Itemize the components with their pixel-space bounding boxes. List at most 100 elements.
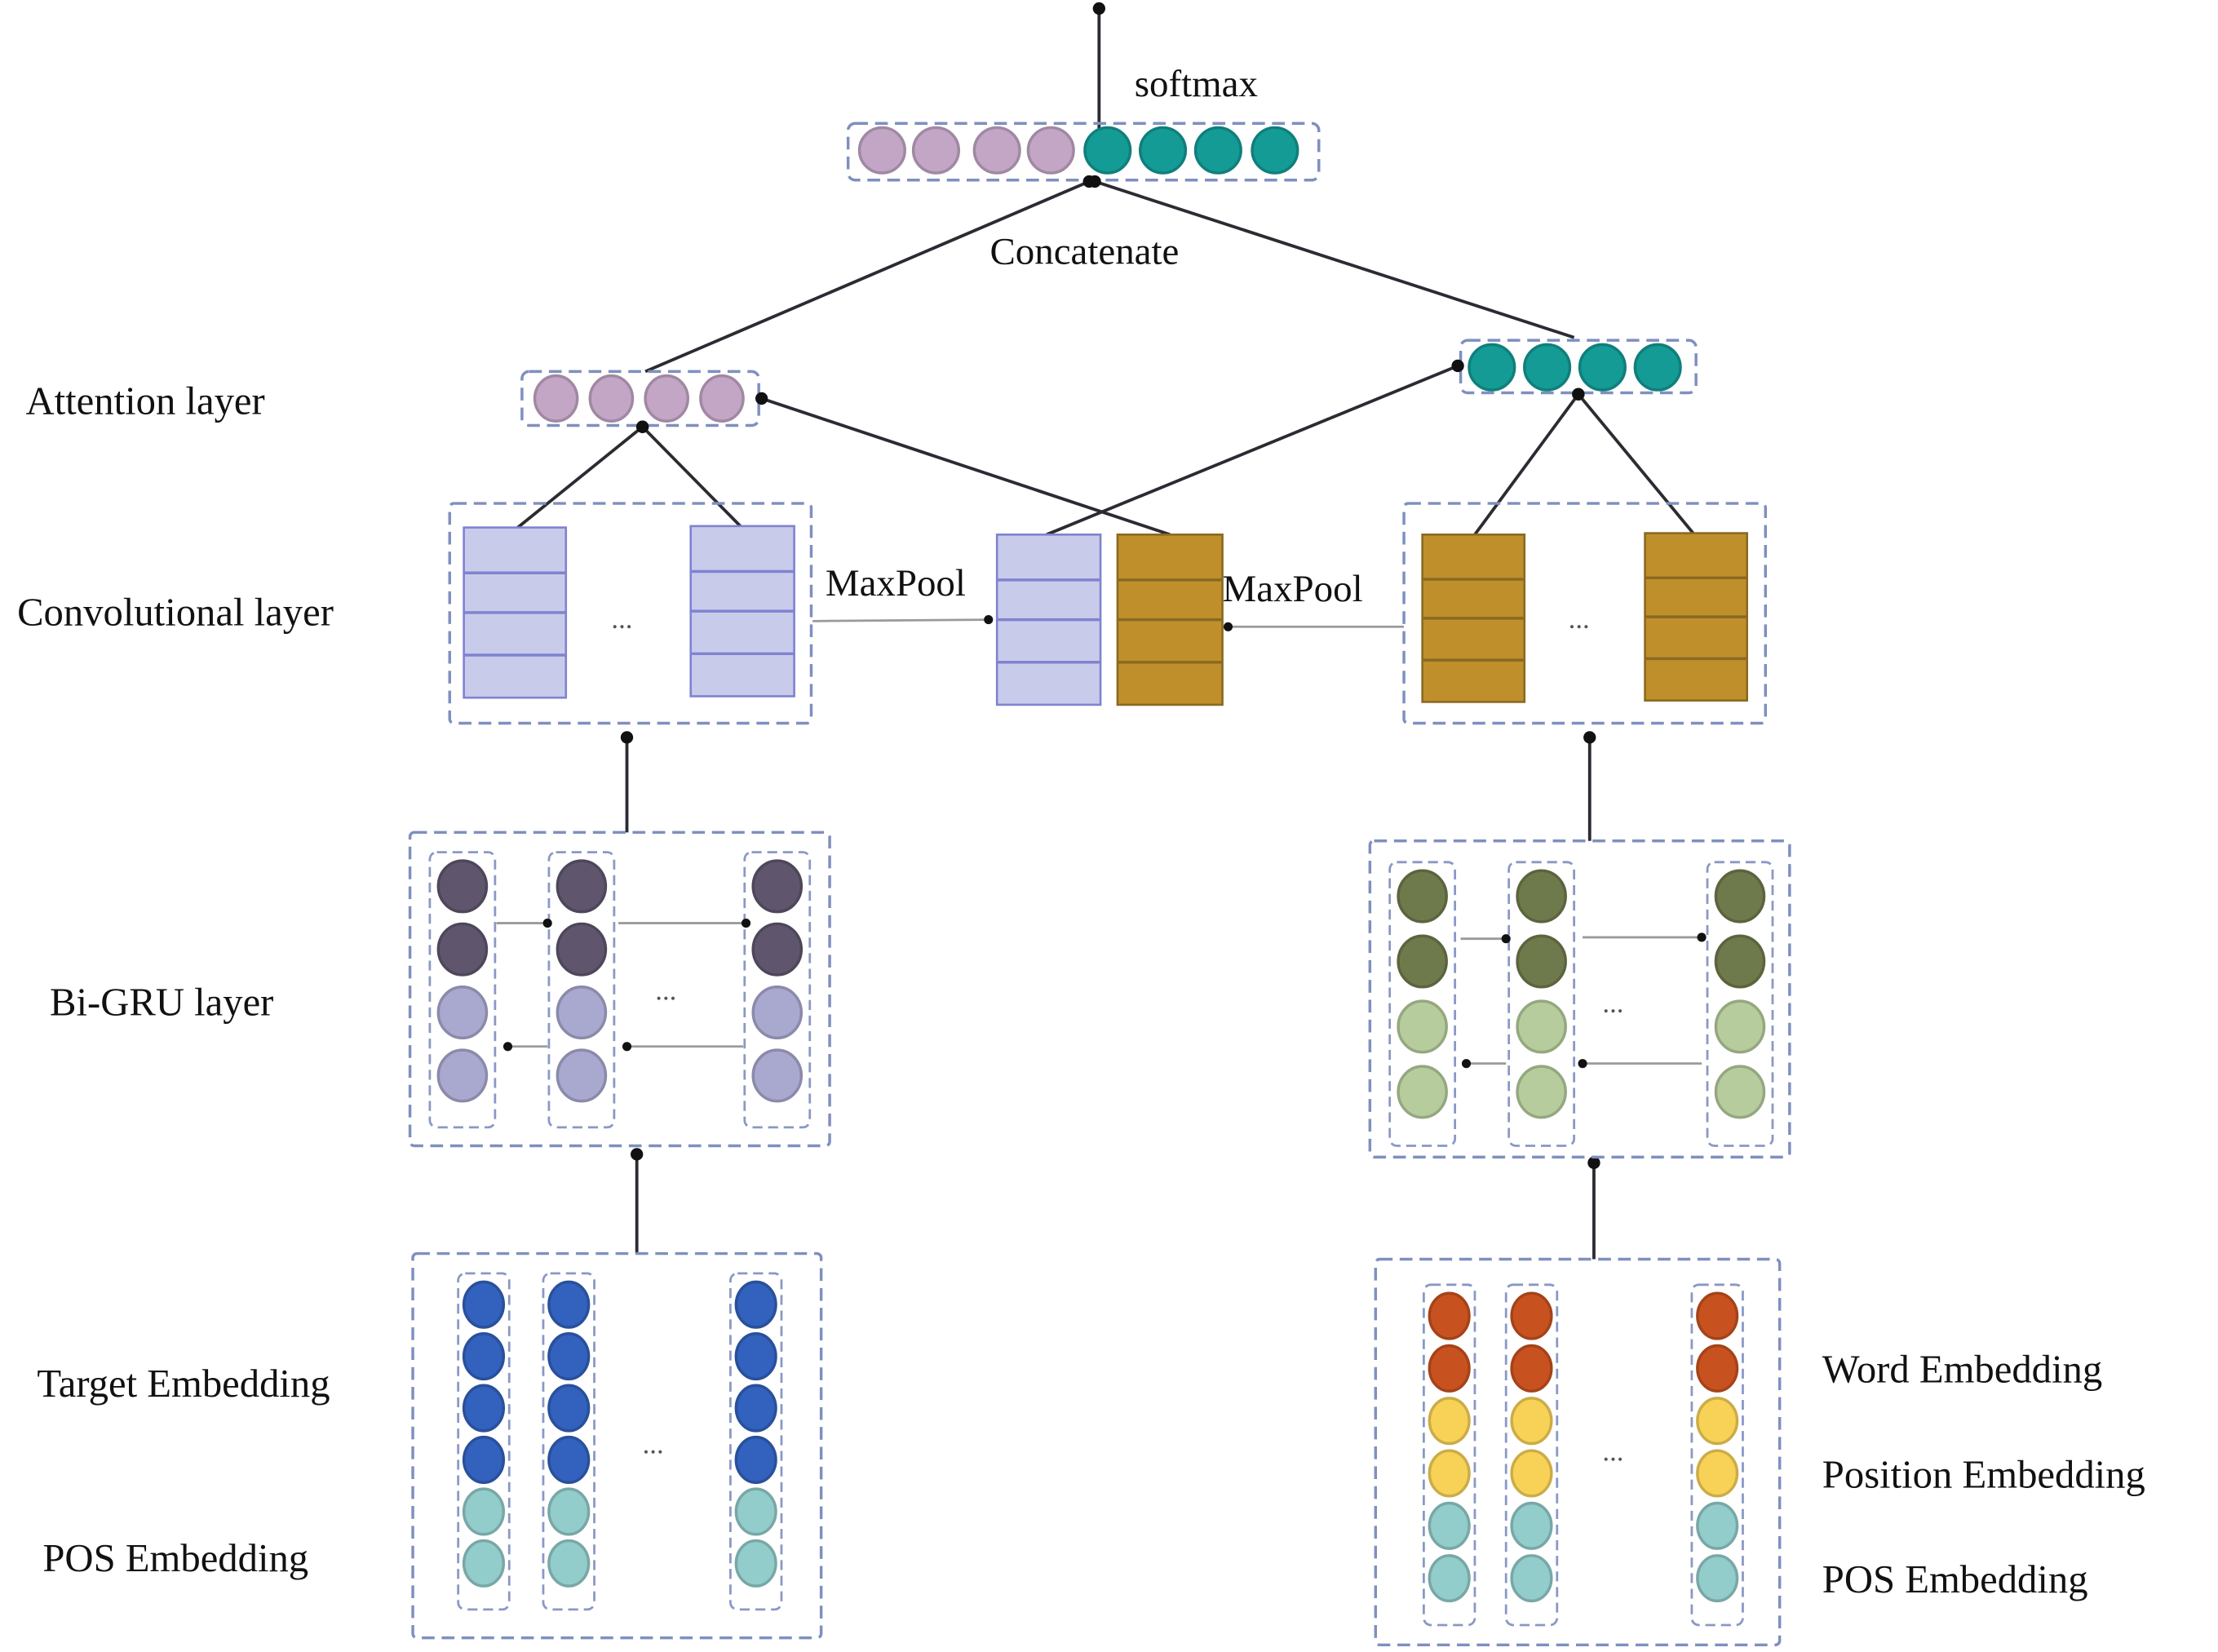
pooled-features	[995, 533, 1224, 706]
conv-left-to-attention-edge-1	[516, 420, 649, 529]
conv-right-to-attention-edge-2	[1572, 388, 1695, 534]
attention-left-node-2	[588, 374, 635, 423]
bigru-left-cell	[436, 985, 489, 1040]
bigru-left-cell	[436, 922, 489, 977]
embedding-left-target-cell	[547, 1435, 591, 1485]
conv-right-to-attention-edge-1	[1473, 388, 1585, 536]
embedding-right-ellipsis: ...	[1602, 1435, 1623, 1467]
bigru-left-column-1	[428, 851, 497, 1129]
maxpool-left-arrow	[812, 615, 994, 625]
embedding-right-position-cell	[1696, 1449, 1739, 1498]
embedding-left-ellipsis: ...	[643, 1428, 664, 1460]
bigru-right-column-3	[1706, 861, 1774, 1147]
embedding-left-target-cell	[734, 1435, 777, 1485]
bigru-right-column-1	[1388, 861, 1457, 1147]
concatenate-label: Concatenate	[989, 230, 1179, 272]
conv-left-filter-1	[463, 526, 568, 699]
concat-node-1	[857, 126, 906, 175]
embedding-right-pos-cell	[1510, 1554, 1553, 1603]
maxpool-left-label: MaxPool	[826, 562, 966, 605]
embedding-left-target-cell	[547, 1332, 591, 1381]
bigru-right-cells	[1388, 861, 1774, 1147]
embedding-right-column-3	[1690, 1283, 1744, 1627]
pooled-right-to-attention-left-edge	[755, 392, 1171, 537]
concat-node-2	[911, 126, 960, 175]
embedding-right-word-cell	[1696, 1291, 1739, 1340]
bigru-left-cell	[556, 859, 608, 914]
conv-left-to-attention-edge-2	[635, 420, 742, 528]
bigru-right-cell	[1516, 934, 1567, 989]
bigru-right-cell	[1714, 1065, 1766, 1119]
concat-node-4	[1026, 126, 1075, 175]
embedding-right-box	[1374, 1257, 1782, 1647]
pos-embedding-label-left: POS Embedding	[42, 1536, 308, 1580]
concat-node-3	[972, 126, 1021, 175]
embedding-left-pos-cell	[462, 1487, 506, 1536]
bigru-right-cell	[1516, 1065, 1567, 1119]
bigru-left-ellipsis: ...	[655, 974, 676, 1006]
embedding-left-box	[411, 1251, 823, 1640]
attention-left-node-1	[533, 374, 579, 423]
attention-right-node-4	[1633, 343, 1682, 392]
embedding-right-pos-cell	[1696, 1554, 1739, 1603]
conv-left-filter-2	[689, 525, 795, 698]
attention-left-nodes	[533, 374, 745, 423]
bigru-right-cell	[1714, 869, 1766, 923]
embedding-left-target-cell	[734, 1280, 777, 1329]
convolutional-layer-label: Convolutional layer	[17, 591, 334, 635]
conv-right-filter-2	[1644, 532, 1748, 702]
bigru-layer-label: Bi-GRU layer	[50, 981, 273, 1025]
embedding-left-pos-cell	[734, 1487, 777, 1536]
softmax-label: softmax	[1135, 63, 1258, 105]
embedding-left-target-cell	[547, 1280, 591, 1329]
bigru-right-cell	[1714, 934, 1766, 989]
embedding-right-cells	[1422, 1283, 1744, 1627]
embedding-right-pos-cell	[1510, 1501, 1553, 1550]
attention-left-node-4	[699, 374, 745, 423]
embedding-left-target-cell	[462, 1384, 506, 1433]
bigru-left-cell	[751, 859, 804, 914]
embedding-left-pos-cell	[547, 1539, 591, 1588]
attention-left-box	[520, 370, 760, 427]
embedding-left-column-3	[729, 1272, 783, 1611]
conv-left-filters	[463, 525, 795, 699]
embedding-right-word-cell	[1696, 1344, 1739, 1393]
word-embedding-label: Word Embedding	[1822, 1348, 2102, 1392]
bigru-right-column-2	[1507, 861, 1576, 1147]
bigru-left-cell	[556, 1048, 608, 1103]
bigru-left-column-3	[743, 851, 812, 1129]
concat-vector-box	[846, 122, 1321, 182]
concat-node-6	[1139, 126, 1188, 175]
embedding-right-word-cell	[1428, 1291, 1471, 1340]
pooled-left-feature	[995, 533, 1102, 706]
embedding-right-position-cell	[1510, 1449, 1553, 1498]
embedding-right-word-cell	[1428, 1344, 1471, 1393]
pooled-right-feature	[1116, 533, 1224, 706]
conv-right-ellipsis: ...	[1569, 603, 1590, 635]
attention-left-node-3	[644, 374, 689, 423]
conv-right-filter-1	[1421, 533, 1526, 703]
embedding-left-column-1	[457, 1272, 511, 1611]
bigru-right-box	[1368, 839, 1791, 1159]
bigru-right-cell	[1516, 999, 1567, 1054]
bigru-left-cell	[751, 985, 804, 1040]
bigru-left-cell	[436, 1048, 489, 1103]
pos-embedding-label-right: POS Embedding	[1822, 1557, 2088, 1601]
embedding-left-target-cell	[734, 1332, 777, 1381]
embedding-right-position-cell	[1510, 1397, 1553, 1446]
bigru-left-cell	[436, 859, 489, 914]
embedding-left-cells	[457, 1272, 783, 1611]
bigru-right-cell	[1397, 869, 1448, 923]
embedding-right-word-cell	[1510, 1291, 1553, 1340]
concat-node-8	[1251, 126, 1299, 175]
embedding-left-target-cell	[462, 1280, 506, 1329]
bigru-right-cell	[1397, 934, 1448, 989]
attention-right-nodes	[1468, 343, 1682, 392]
embedding-left-target-cell	[462, 1435, 506, 1485]
attention-right-node-2	[1523, 343, 1572, 392]
pooled-left-to-attention-right-edge	[1046, 359, 1464, 537]
embedding-left-target-cell	[462, 1332, 506, 1381]
embedding-left-column-2	[542, 1272, 595, 1611]
bigru-right-cell	[1397, 999, 1448, 1054]
embedding-right-column-2	[1504, 1283, 1559, 1627]
